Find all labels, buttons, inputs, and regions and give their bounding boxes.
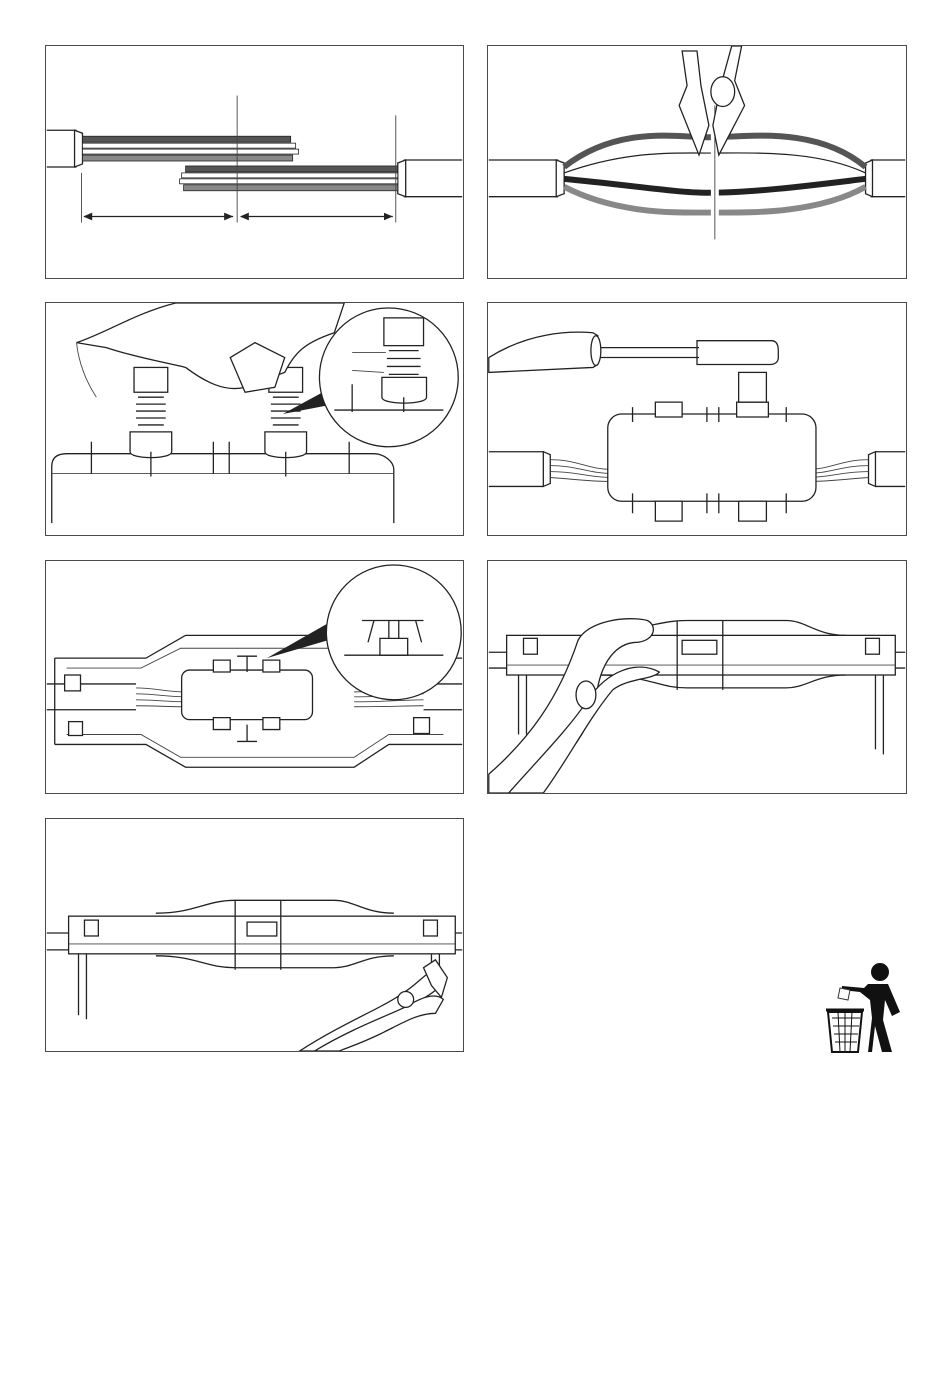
tidyman-litter-bin-icon <box>820 960 912 1056</box>
water-pump-pliers-icon <box>488 561 906 793</box>
step-1-strip-cables-figure <box>45 45 464 279</box>
step-3-insert-cores-figure <box>45 302 464 536</box>
side-cutter-icon <box>488 46 906 278</box>
step-5-place-in-housing-figure <box>45 560 464 794</box>
socket-wrench-icon <box>488 303 906 535</box>
step-6-close-housing-figure <box>487 560 907 794</box>
step-2-cut-cores-figure <box>487 45 907 279</box>
step-7-trim-tabs-figure <box>45 818 464 1052</box>
hand-screw-icon <box>46 303 463 535</box>
cable-strip-icon <box>46 46 463 278</box>
step-4-tighten-bolts-figure <box>487 302 907 536</box>
housing-icon <box>46 561 463 793</box>
cutting-pliers-icon <box>46 819 463 1051</box>
